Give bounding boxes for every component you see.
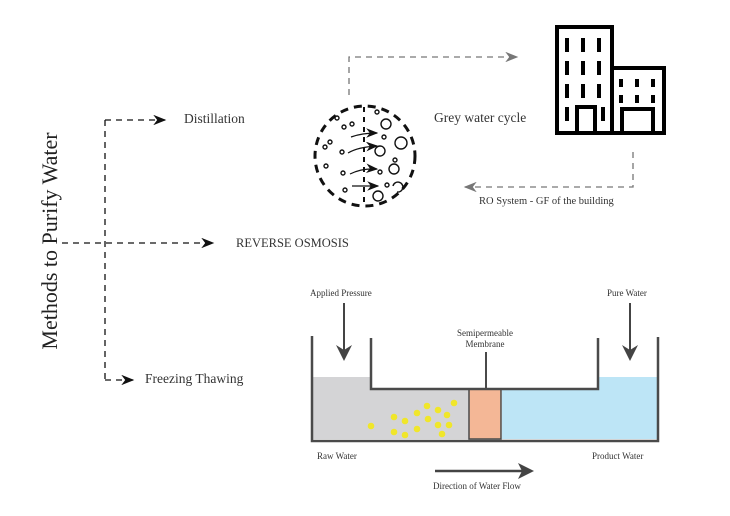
applied-pressure-label: Applied Pressure — [310, 288, 372, 298]
filter-membrane-icon — [313, 104, 417, 208]
method-label-reverse-osmosis: REVERSE OSMOSIS — [236, 236, 349, 250]
arrow-to-ro-system — [463, 152, 634, 193]
ro-tank — [310, 303, 660, 479]
grey-water-cycle-label: Grey water cycle — [434, 110, 527, 125]
raw-water-label: Raw Water — [317, 451, 357, 461]
arrow-to-building — [348, 51, 519, 95]
ro-system-label: RO System - GF of the building — [479, 196, 614, 207]
semipermeable-membrane-label: Semipermeable Membrane — [457, 328, 513, 349]
flow-direction-label: Direction of Water Flow — [433, 481, 521, 491]
pure-water-label: Pure Water — [607, 288, 647, 298]
method-label-freezing-thawing: Freezing Thawing — [145, 371, 244, 386]
pure-water-arrow — [622, 303, 638, 361]
grey-cycle-connectors — [348, 51, 634, 193]
product-water-label: Product Water — [592, 451, 644, 461]
method-label-distillation: Distillation — [184, 111, 245, 126]
contaminant-particles — [367, 399, 458, 439]
tank-outline — [310, 336, 660, 443]
flow-direction-arrow — [435, 463, 534, 479]
tank-inner-wall — [369, 338, 600, 391]
building-icon — [555, 25, 666, 135]
semipermeable-membrane — [468, 388, 502, 440]
method-tree-connectors — [62, 114, 215, 386]
applied-pressure-arrow — [336, 303, 352, 361]
